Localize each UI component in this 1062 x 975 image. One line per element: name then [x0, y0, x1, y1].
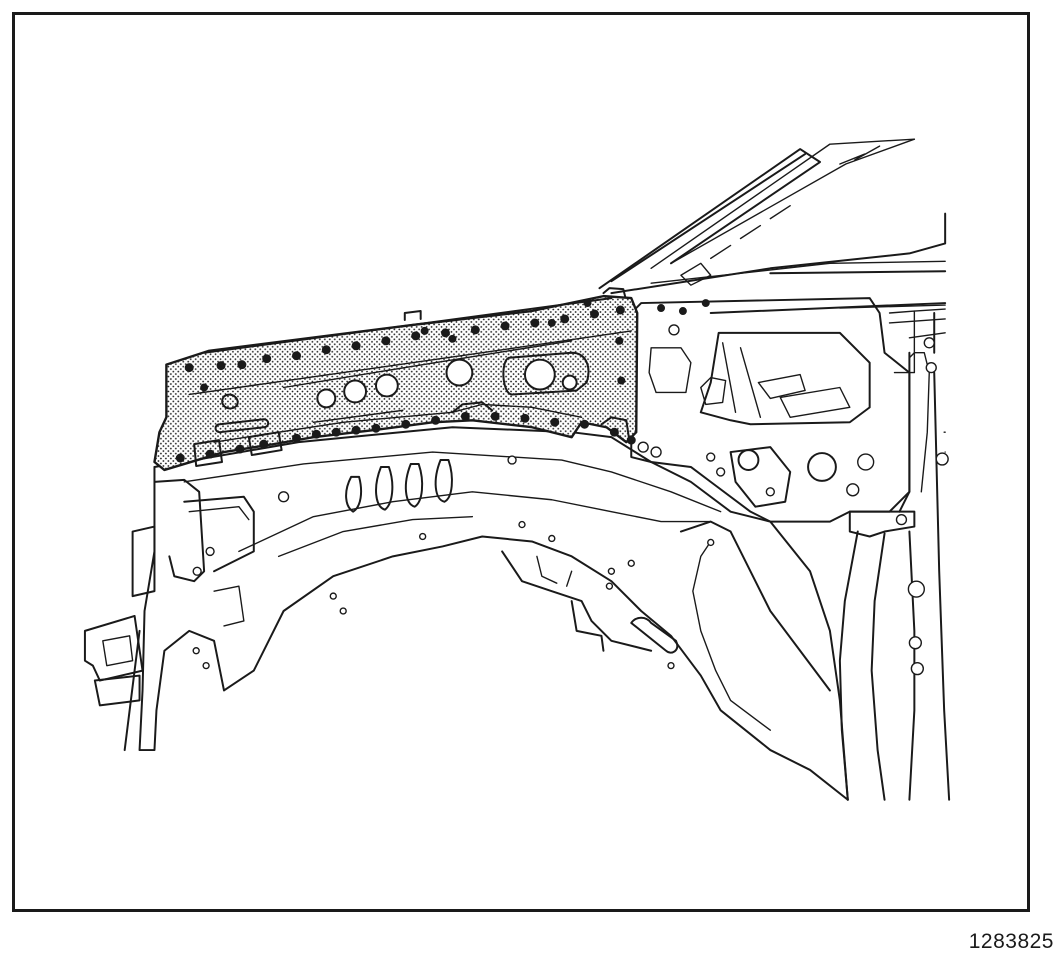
figure-reference-number: 1283825	[968, 930, 1054, 953]
bulkhead-panel	[630, 297, 946, 523]
figure-frame	[12, 12, 1030, 912]
cowl-upper-structure	[610, 212, 947, 339]
body-structure-illustration	[83, 138, 951, 801]
highlighted-side-member-panel	[153, 287, 639, 472]
hinge-pillar	[838, 312, 951, 801]
windshield-pillar	[598, 138, 916, 290]
wheelhouse-apron	[138, 426, 849, 801]
front-rail	[83, 478, 255, 752]
